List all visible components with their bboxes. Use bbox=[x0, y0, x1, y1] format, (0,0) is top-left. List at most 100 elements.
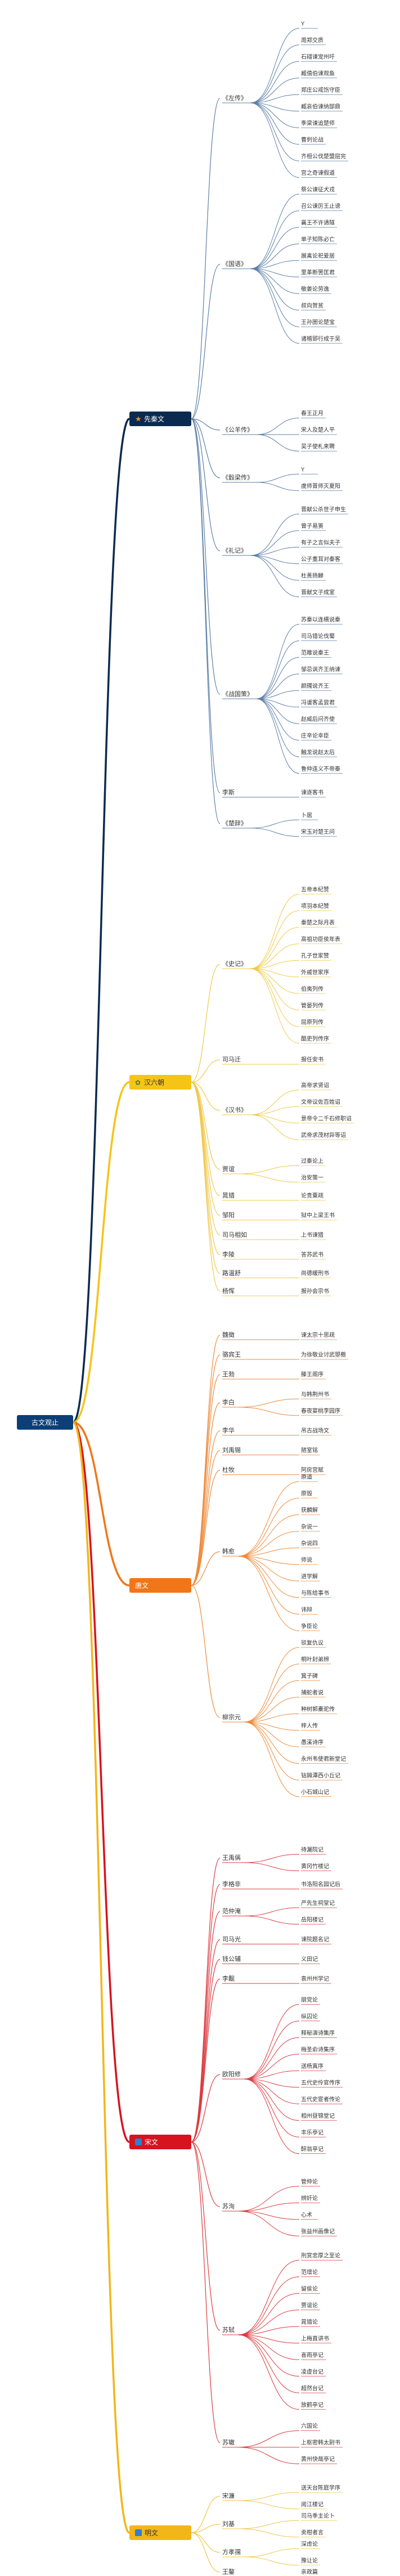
leaf-connector bbox=[237, 2211, 300, 2236]
group-connector bbox=[191, 418, 221, 793]
group-connector bbox=[191, 418, 221, 695]
leaf-item: 武帝求茂材异等诏 bbox=[301, 1131, 346, 1138]
book-icon bbox=[135, 2139, 142, 2145]
group-label: 王禹偁 bbox=[222, 1854, 241, 1861]
group-label: 《公羊传》 bbox=[222, 426, 253, 433]
connector-lines bbox=[72, 28, 354, 2573]
leaf-item: 臧哀伯谏纳郜鼎 bbox=[301, 103, 340, 110]
leaf-item: 杂说一 bbox=[301, 1523, 318, 1530]
leaf-item: 宋人及楚人平 bbox=[301, 426, 335, 433]
leaf-item: 获麟解 bbox=[301, 1506, 318, 1513]
branch-node-label: 汉六朝 bbox=[144, 1079, 164, 1087]
leaf-connector bbox=[237, 1531, 300, 1557]
leaf-item: 狱中上梁王书 bbox=[301, 1212, 335, 1219]
leaf-connector bbox=[244, 1915, 300, 1925]
group-connector bbox=[191, 1082, 221, 1292]
leaf-item: 高祖功臣侯年表 bbox=[301, 936, 340, 943]
mind-map-nodes: 古文观止★先秦文《左传》Y周郑交质石碏谏宠州吁臧僖伯谏观鱼郑庄公戒饬守臣臧哀伯谏… bbox=[17, 21, 352, 2575]
leaf-connector bbox=[250, 260, 300, 269]
branch-node-mingwen[interactable]: 明文 bbox=[129, 2525, 191, 2540]
group-connector bbox=[191, 1884, 221, 2143]
leaf-item: 王孙圉论楚宝 bbox=[301, 318, 335, 326]
leaf-connector bbox=[237, 1547, 300, 1557]
group-connector bbox=[191, 1335, 221, 1586]
leaf-connector bbox=[237, 2334, 300, 2410]
group-label: 杨恽 bbox=[222, 1287, 235, 1295]
leaf-item: 五帝本纪赞 bbox=[301, 885, 329, 893]
group-label: 《穀梁传》 bbox=[222, 473, 253, 481]
leaf-connector bbox=[237, 1173, 300, 1183]
leaf-connector bbox=[250, 94, 300, 103]
leaf-item: 书洛阳名园记后 bbox=[301, 1881, 340, 1888]
leaf-item: 原道 bbox=[301, 1473, 312, 1480]
leaf-connector bbox=[237, 2528, 300, 2538]
group-label: 魏徵 bbox=[222, 1331, 235, 1339]
leaf-item: 过秦论上 bbox=[301, 1157, 323, 1164]
leaf-connector bbox=[237, 1481, 300, 1557]
group-connector bbox=[191, 964, 221, 1083]
leaf-item: 喜雨亭记 bbox=[301, 2351, 323, 2358]
leaf-item: 深虑论 bbox=[301, 2540, 318, 2547]
branch-node-xianqin[interactable]: ★先秦文 bbox=[129, 412, 191, 426]
leaf-connector bbox=[244, 2054, 300, 2080]
branch-connector bbox=[72, 418, 131, 1423]
leaf-item: 触龙说赵太后 bbox=[301, 748, 335, 756]
leaf-item: 宋玉对楚王问 bbox=[301, 828, 335, 835]
leaf-connector bbox=[250, 927, 300, 969]
leaf-connector bbox=[244, 1721, 300, 1747]
leaf-item: 黄州快哉亭记 bbox=[301, 2456, 335, 2463]
leaf-connector bbox=[256, 418, 300, 435]
leaf-item: 高帝求贤诏 bbox=[301, 1082, 329, 1089]
leaf-item: 吴子使札来聘 bbox=[301, 443, 335, 450]
leaf-connector bbox=[250, 1106, 300, 1115]
leaf-connector bbox=[250, 268, 300, 294]
leaf-connector bbox=[250, 555, 300, 598]
group-connector bbox=[191, 1978, 221, 2143]
group-label: 柳宗元 bbox=[222, 1713, 241, 1721]
leaf-item: 小石城山记 bbox=[301, 1789, 329, 1796]
group-connector bbox=[191, 1082, 221, 1216]
leaf-item: 文帝议佐百姓诏 bbox=[301, 1098, 340, 1105]
group-label: 《国语》 bbox=[222, 260, 247, 268]
root-node-label: 古文观止 bbox=[32, 1418, 59, 1427]
leaf-item: 孔子世家赞 bbox=[301, 952, 329, 959]
group-label: 杜牧 bbox=[222, 1466, 235, 1474]
leaf-connector bbox=[250, 968, 300, 994]
leaf-connector bbox=[250, 910, 300, 969]
leaf-item: 项羽本纪赞 bbox=[301, 902, 329, 910]
leaf-item: 诸稽郢行成于吴 bbox=[301, 335, 340, 342]
leaf-item: 春夜宴桃李园序 bbox=[301, 1407, 340, 1414]
star-icon: ★ bbox=[135, 415, 142, 424]
leaf-item: 刑赏忠厚之至论 bbox=[301, 2252, 340, 2259]
leaf-connector bbox=[244, 2078, 300, 2137]
group-label: 王勃 bbox=[222, 1371, 235, 1378]
leaf-item: 屈原列传 bbox=[301, 1018, 323, 1025]
leaf-connector bbox=[244, 1664, 300, 1723]
leaf-connector bbox=[244, 2070, 300, 2080]
leaf-connector bbox=[256, 623, 300, 699]
leaf-item: 与韩荆州书 bbox=[301, 1390, 329, 1398]
group-connector bbox=[191, 2141, 221, 2331]
leaf-item: 杂说四 bbox=[301, 1539, 318, 1547]
leaf-item: 捕蛇者说 bbox=[301, 1689, 323, 1696]
group-label: 《汉书》 bbox=[222, 1106, 247, 1114]
branch-node-box bbox=[129, 2525, 191, 2540]
leaf-item: 争臣论 bbox=[301, 1623, 318, 1630]
group-connector bbox=[191, 1354, 221, 1586]
group-connector bbox=[191, 418, 221, 552]
leaf-connector bbox=[250, 210, 300, 269]
leaf-connector bbox=[244, 1713, 300, 1723]
branch-node-songwen[interactable]: 宋文 bbox=[129, 2135, 191, 2149]
leaf-item: 为徐敬业讨武曌檄 bbox=[301, 1351, 346, 1358]
leaf-connector bbox=[256, 473, 300, 483]
group-label: 方孝孺 bbox=[222, 2548, 241, 2556]
branch-node-qinhan[interactable]: ✿汉六朝 bbox=[129, 1075, 191, 1090]
group-connector bbox=[191, 2524, 221, 2533]
leaf-item: 留侯论 bbox=[301, 2285, 318, 2292]
group-connector bbox=[191, 1858, 221, 2143]
group-label: 苏辙 bbox=[222, 2438, 235, 2446]
branch-node-tangwen[interactable]: 唐文 bbox=[129, 1578, 191, 1593]
root-node[interactable]: 古文观止 bbox=[17, 1415, 73, 1430]
leaf-connector bbox=[250, 546, 300, 556]
